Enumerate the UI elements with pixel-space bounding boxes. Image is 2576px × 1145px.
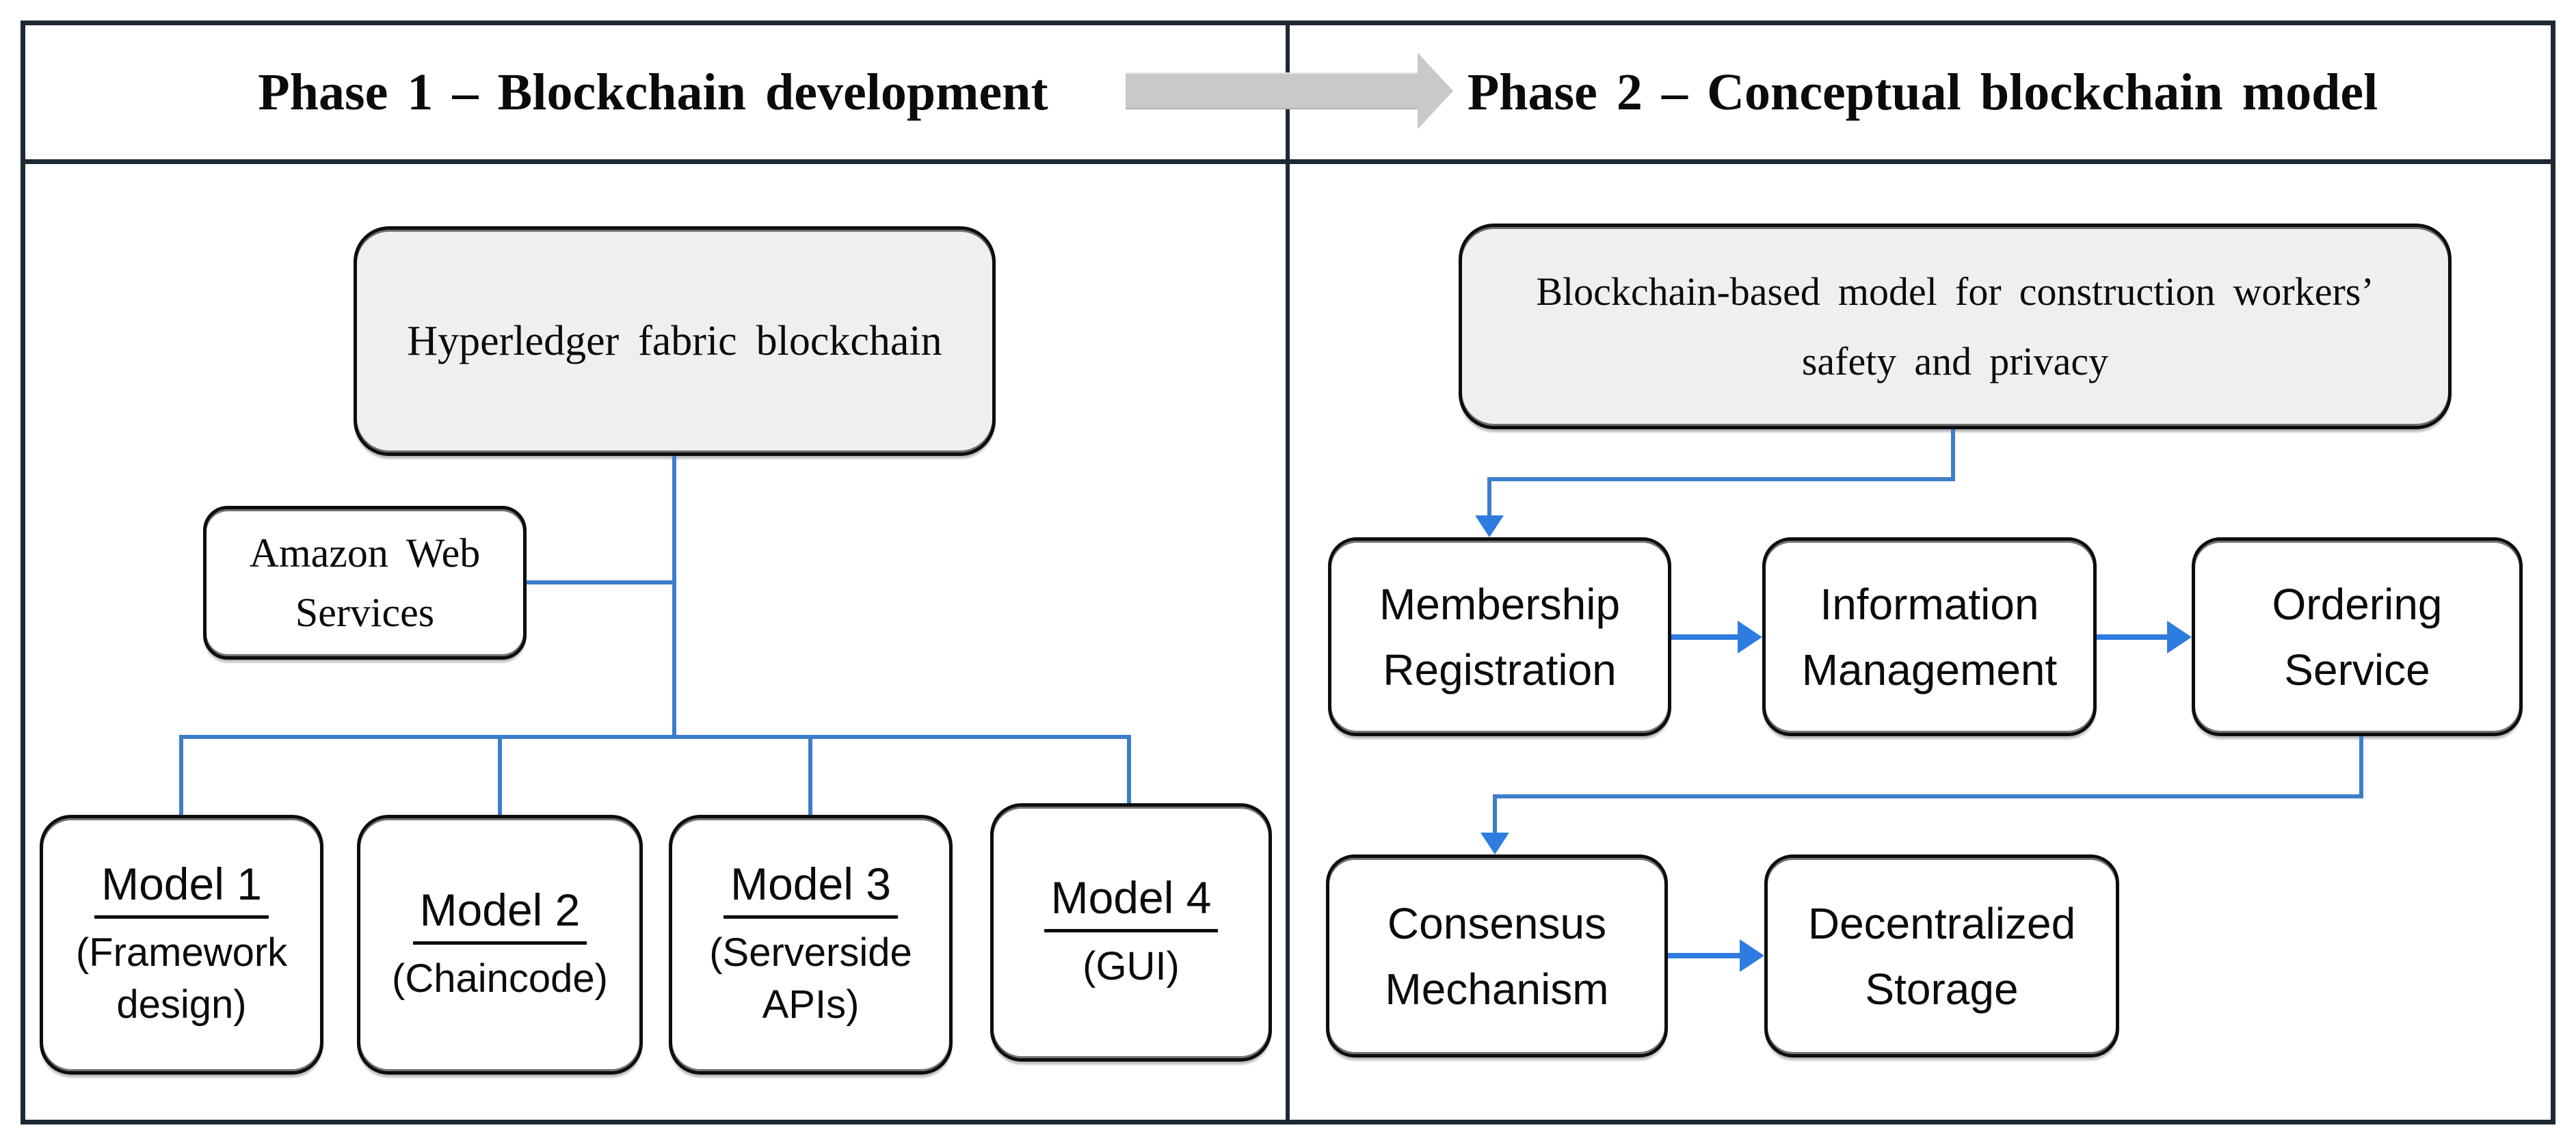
connector-drop-model4 [1127,735,1131,803]
node-label-line2: safety and privacy [1801,338,2109,383]
node-ordering-service: Ordering Service [2192,537,2523,736]
connector-drop-model1 [179,735,183,815]
model-title: Model 4 [1044,872,1219,933]
connector-branch-horizontal [179,735,1131,739]
node-hyperledger-fabric-blockchain: Hyperledger fabric blockchain [354,226,996,456]
node-blockchain-based-model: Blockchain-based model for construction … [1459,224,2452,429]
arrowhead-information-icon [1738,621,1762,654]
node-information-management: Information Management [1762,537,2097,736]
connector-aws-horizontal [527,580,674,584]
connector-drop-model3 [808,735,812,815]
model-title: Model 1 [94,859,269,919]
phase1-title: Phase 1 – Blockchain development [258,64,1048,121]
node-label: Membership Registration [1379,579,1621,695]
node-label: Ordering Service [2272,579,2443,695]
node-model-2: Model 2 (Chaincode) [357,815,643,1075]
arrowhead-into-membership-icon [1475,515,1504,537]
node-model-4: Model 4 (GUI) [990,803,1272,1062]
connector-p2root-horizontal [1487,477,1955,481]
connector-p2root-down [1951,429,1955,481]
phase2-title: Phase 2 – Conceptual blockchain model [1467,64,2378,121]
connector-consensus-drop [1493,794,1497,834]
arrowhead-storage-icon [1740,939,1764,972]
arrowhead-ordering-icon [2167,621,2192,654]
connector-drop-model2 [498,735,502,815]
node-label-line1: Blockchain-based model for construction … [1536,269,2374,314]
connector-p2root-drop [1487,477,1491,517]
node-label: Amazon Web Services [249,530,481,635]
node-label: Decentralized Storage [1807,898,2076,1014]
node-model-3: Model 3 (Serverside APIs) [669,815,953,1075]
arrow-information-to-ordering [2097,634,2168,640]
model-subtitle: (Serverside APIs) [709,930,912,1027]
model-subtitle: (Framework design) [75,930,288,1027]
arrow-membership-to-information [1671,634,1741,640]
node-label: Consensus Mechanism [1385,898,1609,1014]
phase-transition-arrowhead-icon [1418,53,1453,129]
connector-ordering-down [2359,736,2363,798]
node-model-1: Model 1 (Framework design) [40,815,323,1075]
node-label: Information Management [1801,579,2058,695]
model-title: Model 3 [723,859,898,919]
model-subtitle: (GUI) [1083,944,1180,989]
node-label: Hyperledger fabric blockchain [407,317,942,364]
arrowhead-into-consensus-icon [1480,833,1509,854]
model-subtitle: (Chaincode) [392,956,608,1001]
arrow-consensus-to-storage [1668,953,1743,958]
connector-root-vertical [672,456,676,735]
connector-ordering-horizontal [1493,794,2363,798]
node-membership-registration: Membership Registration [1328,537,1671,736]
node-amazon-web-services: Amazon Web Services [203,506,527,660]
panel-divider-line [1286,21,1290,1124]
node-decentralized-storage: Decentralized Storage [1764,854,2119,1058]
model-title: Model 2 [412,885,587,945]
node-consensus-mechanism: Consensus Mechanism [1326,854,1668,1058]
phase-transition-arrow-icon [1126,72,1418,109]
